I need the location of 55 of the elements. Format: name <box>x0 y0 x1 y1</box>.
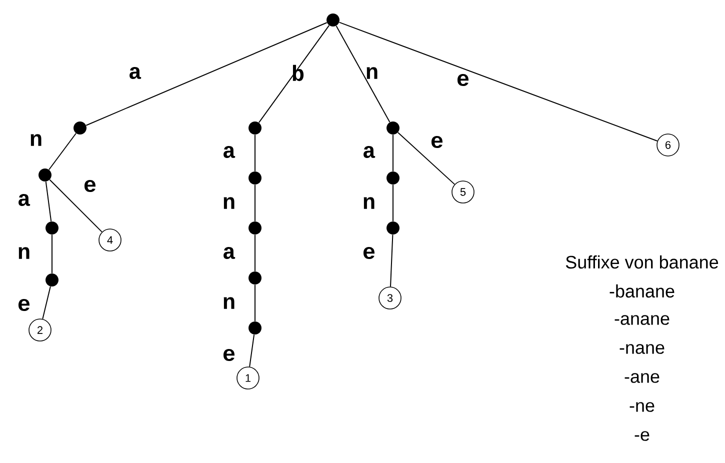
edge-label: a <box>224 146 236 158</box>
suffix-text: -nane <box>620 344 664 354</box>
edge-label: b <box>292 64 304 82</box>
suffix-text: -banane <box>610 284 674 298</box>
node-dot <box>248 322 262 334</box>
node-dot <box>248 172 262 184</box>
suffix-text: -anane <box>614 315 670 325</box>
node-dot <box>326 14 340 26</box>
tree-edge <box>42 286 51 320</box>
node-dot <box>46 222 58 234</box>
suffix-text: -e <box>634 431 650 441</box>
tree-edge <box>254 134 256 172</box>
node-dot <box>248 222 262 234</box>
suffix-text: Suffixe von banane <box>566 255 718 269</box>
node-dot <box>386 172 400 184</box>
node-dot <box>248 122 262 134</box>
tree-edge <box>249 334 255 368</box>
tree-edge <box>258 24 330 124</box>
edge-label: n <box>30 134 42 146</box>
tree-edge <box>254 284 256 322</box>
node-dot <box>386 222 400 234</box>
edge-label: a <box>224 246 236 260</box>
tree-edge <box>49 179 102 232</box>
tree-edge <box>254 234 256 272</box>
tree-edge <box>392 184 394 222</box>
edge-label: a <box>18 194 30 206</box>
node-dot <box>74 122 86 134</box>
edge-label: a <box>364 146 376 158</box>
tree-edge <box>336 25 390 123</box>
suffix-text: -ne <box>630 402 654 412</box>
edge-label: e <box>18 298 30 312</box>
tree-edge <box>397 132 456 185</box>
tree-edge <box>338 22 658 142</box>
tree-edge <box>390 234 394 288</box>
tree-edge <box>45 181 52 222</box>
edge-label: a <box>130 66 142 80</box>
edge-label: e <box>223 348 235 362</box>
edge-label: n <box>224 297 234 309</box>
node-dot <box>46 274 58 286</box>
edge-label: e <box>363 246 375 260</box>
edge-label: e <box>431 136 443 148</box>
suffix-text: -ane <box>624 373 660 383</box>
tree-edge <box>86 22 328 126</box>
edge-label: n <box>366 67 378 79</box>
edge-label: e <box>84 180 96 192</box>
edge-label: n <box>364 197 374 209</box>
edge-label: n <box>224 197 234 209</box>
tree-edge <box>254 184 256 222</box>
tree-edge <box>48 132 76 170</box>
edge-label: n <box>18 247 30 259</box>
tree-edge <box>392 134 394 172</box>
edge-label: e <box>458 74 469 86</box>
node-dot <box>386 122 400 134</box>
node-dot <box>248 272 262 284</box>
node-dot <box>38 168 52 182</box>
